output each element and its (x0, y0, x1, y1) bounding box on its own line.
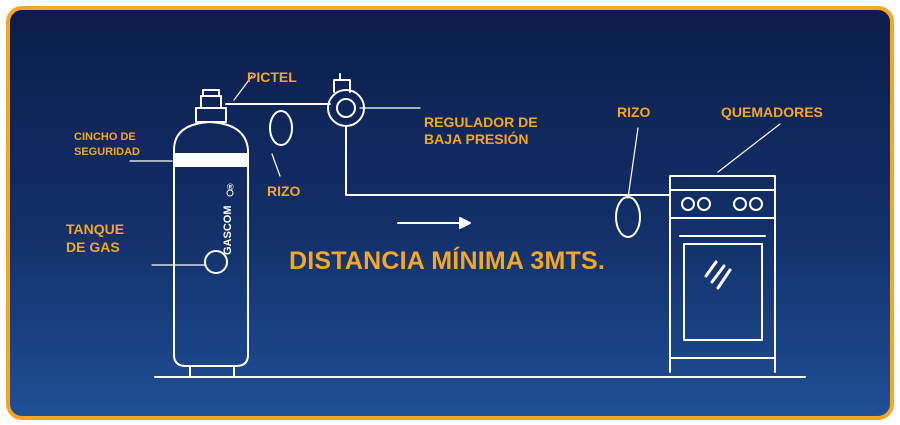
diagram-frame (6, 6, 894, 420)
strap-label-line1: CINCHO DE (74, 131, 136, 143)
rizo-right-label: RIZO (617, 104, 651, 120)
stove-icon (669, 175, 776, 373)
safety-strap (173, 153, 249, 167)
regulator-label-line1: REGULADOR DE (424, 114, 538, 130)
regulator-icon (327, 73, 365, 127)
rizo-loop-right (615, 196, 641, 238)
brand-mark: ® (227, 182, 234, 192)
distance-label: DISTANCIA MÍNIMA 3MTS. (289, 247, 605, 275)
strap-label-line2: SEGURIDAD (74, 146, 141, 158)
gas-tank-icon (173, 89, 249, 378)
rizo-left-label: RIZO (267, 183, 301, 199)
burners-label: QUEMADORES (721, 104, 823, 120)
tank-label-line2: DE GAS (66, 239, 120, 255)
tank-label-line1: TANQUE (66, 221, 125, 237)
gas-pipe (345, 125, 671, 196)
regulator-label-line2: BAJA PRESIÓN (424, 131, 529, 147)
brand-name: GASCOM (222, 205, 234, 256)
rizo-loop-left (269, 110, 293, 146)
gascom-logo-icon (204, 250, 228, 274)
pictel-label: PICTEL (247, 69, 297, 85)
